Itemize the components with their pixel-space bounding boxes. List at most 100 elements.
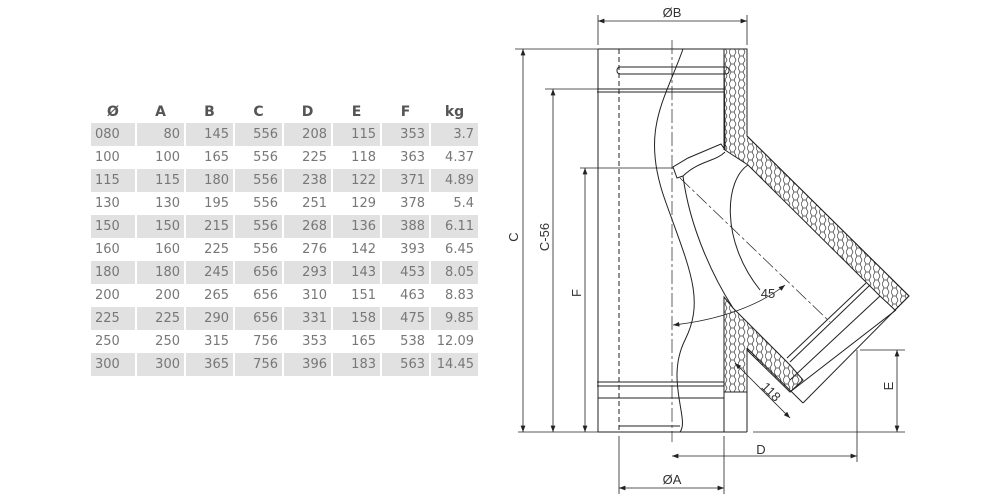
table-cell: 756 [235,353,282,376]
table-cell: 238 [284,169,331,192]
table-cell: 208 [284,123,331,146]
table-cell: 393 [400,242,425,257]
table-cell: 6.11 [431,215,478,238]
table-cell: 556 [253,242,278,257]
dim-label-c: C [506,232,521,241]
table-cell: 180 [137,261,184,284]
table-cell: 080 [91,123,135,146]
table-cell: 656 [235,307,282,330]
table-cell: 8.83 [445,288,474,303]
table-cell: 315 [204,334,229,349]
table-cell: 4.89 [431,169,478,192]
table-cell: 130 [95,196,120,211]
table-cell: 158 [333,307,380,330]
table-cell: 363 [400,150,425,165]
column-header: Ø [107,104,119,120]
table-cell: 378 [400,196,425,211]
table-cell: 371 [382,169,429,192]
table-cell: 165 [351,334,376,349]
table-cell: 556 [235,169,282,192]
table-cell: 310 [302,288,327,303]
table-cell: 396 [284,353,331,376]
column-header: E [351,104,362,120]
dim-label-dia-a: ØA [663,472,682,487]
table-cell: 143 [333,261,380,284]
table-cell: 9.85 [431,307,478,330]
table-cell: 200 [95,288,120,303]
table-cell: 115 [137,169,184,192]
table-cell: 453 [382,261,429,284]
main-pipe [597,40,748,442]
dim-label-c-56: C-56 [537,223,552,251]
table-cell: 225 [91,307,135,330]
table-cell: 183 [333,353,380,376]
table-cell: 293 [284,261,331,284]
table-cell: 538 [400,334,425,349]
table-cell: 251 [302,196,327,211]
table-cell: 12.09 [436,334,474,349]
table-cell: 656 [235,261,282,284]
dim-label-d: D [756,442,765,457]
table-cell: 475 [382,307,429,330]
dim-label-e: E [881,381,896,390]
dim-label-dia-b: ØB [663,5,682,20]
table-cell: 160 [155,242,180,257]
branch-pipe [672,135,910,404]
table-cell: 265 [204,288,229,303]
table-cell: 225 [302,150,327,165]
table-cell: 195 [204,196,229,211]
dimension-lines [515,15,905,494]
table-cell: 225 [204,242,229,257]
table-cell: 6.45 [445,242,474,257]
table-cell: 290 [186,307,233,330]
table-cell: 3.7 [431,123,478,146]
table-cell: 353 [382,123,429,146]
table-cell: 180 [91,261,135,284]
table-cell: 556 [235,123,282,146]
table-cell: 225 [137,307,184,330]
table-cell: 151 [351,288,376,303]
table-cell: 268 [284,215,331,238]
angle-label: 45 [761,286,775,301]
table-cell: 118 [351,150,376,165]
insulation [723,48,910,393]
table-cell: 353 [302,334,327,349]
table-cell: 276 [302,242,327,257]
table-cell: 122 [333,169,380,192]
table-cell: 142 [351,242,376,257]
column-header: F [400,104,411,120]
table-cell: 165 [204,150,229,165]
table-cell: 160 [95,242,120,257]
table-cell: 756 [253,334,278,349]
dim-label-f: F [569,289,584,297]
table-cell: 4.37 [445,150,474,165]
table-row: 160 160 225 556 276 142 393 6.45 [91,238,478,261]
table-cell: 100 [95,150,120,165]
table-cell: 563 [382,353,429,376]
column-header: A [155,104,166,120]
table-cell: 300 [137,353,184,376]
table-cell: 150 [137,215,184,238]
table-cell: 656 [253,288,278,303]
column-header: C [253,104,264,120]
table-cell: 150 [91,215,135,238]
table-cell: 556 [235,215,282,238]
table-cell: 8.05 [431,261,478,284]
column-header: D [301,104,314,120]
table-cell: 80 [137,123,184,146]
table-cell: 388 [382,215,429,238]
table-cell: 245 [186,261,233,284]
table-cell: 100 [155,150,180,165]
